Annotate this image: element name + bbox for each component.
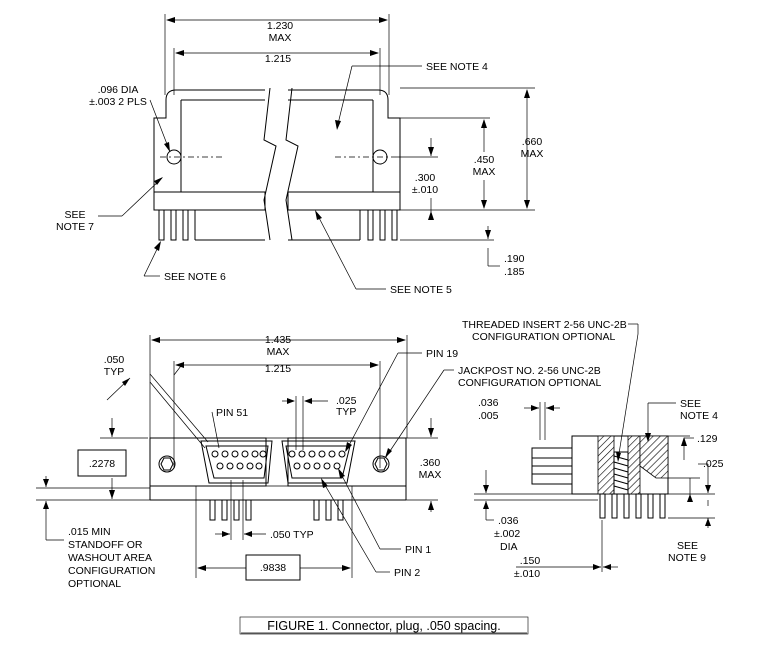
side-see-note-4: SEE <box>680 398 701 410</box>
dim-1435: 1.435 <box>265 334 291 346</box>
dim-360: .360 <box>420 457 441 469</box>
pitch-025: .025 <box>336 395 357 407</box>
pitch-025-typ: TYP <box>336 406 356 418</box>
standoff-3: WASHOUT AREA <box>68 552 152 564</box>
dim-300: .300 <box>415 172 436 184</box>
standoff-4: CONFIGURATION <box>68 565 155 577</box>
jackpost-label: JACKPOST NO. 2-56 UNC-2B <box>458 365 601 377</box>
pin-dia-label: DIA <box>500 541 518 553</box>
pin-length-min: .185 <box>504 266 525 278</box>
pitch-050-bottom: .050 TYP <box>270 529 314 541</box>
dim-1230-max: MAX <box>269 32 292 44</box>
side-see-note-4-num: NOTE 4 <box>680 410 718 422</box>
top-see-note-4: SEE NOTE 4 <box>426 61 488 73</box>
hole-dia-tol: ±.003 2 PLS <box>89 96 147 108</box>
pin-holes-left <box>211 450 267 470</box>
dim-660: .660 <box>522 136 543 148</box>
dim-1435-max: MAX <box>267 346 290 358</box>
dim-660-max: MAX <box>521 148 544 160</box>
dim-150-tol: ±.010 <box>514 568 540 580</box>
see-note-9: SEE <box>677 540 698 552</box>
dim-1230: 1.230 <box>267 20 293 32</box>
standoff-2: STANDOFF OR <box>68 539 143 551</box>
dim-150: .150 <box>520 555 541 567</box>
dim-129: .129 <box>697 433 718 445</box>
standoff-1: .015 MIN <box>68 526 111 538</box>
dim-025: .025 <box>703 458 724 470</box>
pin-1-label: PIN 1 <box>405 544 431 556</box>
jackpost-config: CONFIGURATION OPTIONAL <box>458 377 601 389</box>
see-note-5: SEE NOTE 5 <box>390 284 452 296</box>
insert-label: THREADED INSERT 2-56 UNC-2B <box>462 319 627 331</box>
dim-1215-front: 1.215 <box>265 363 291 375</box>
dim-005: .005 <box>478 410 499 422</box>
dim-450: .450 <box>474 154 495 166</box>
pitch-050-typ: TYP <box>104 366 124 378</box>
see-note-7: SEE <box>64 209 85 221</box>
dim-036: .036 <box>478 397 499 409</box>
side-view: THREADED INSERT 2-56 UNC-2B CONFIGURATIO… <box>462 319 724 580</box>
pin-length: .190 <box>504 253 525 265</box>
top-view: 1.230 MAX 1.215 <box>56 14 543 296</box>
standoff-5: OPTIONAL <box>68 578 121 590</box>
see-note-7-num: NOTE 7 <box>56 221 94 233</box>
pitch-050: .050 <box>104 354 125 366</box>
dim-360-max: MAX <box>419 469 442 481</box>
pin-51-label: PIN 51 <box>216 407 248 419</box>
dim-450-max: MAX <box>473 166 496 178</box>
hole-dia: .096 DIA <box>98 84 139 96</box>
pin-dia-tol: ±.002 <box>494 528 520 540</box>
caption-frame <box>239 616 529 635</box>
dim-2278: .2278 <box>89 458 115 470</box>
dim-300-tol: ±.010 <box>412 184 438 196</box>
figure-caption: FIGURE 1. Connector, plug, .050 spacing. <box>267 619 500 633</box>
pin-19-label: PIN 19 <box>426 348 458 360</box>
dim-9838: .9838 <box>260 562 286 574</box>
see-note-6: SEE NOTE 6 <box>164 271 226 283</box>
pin-dia: .036 <box>498 515 519 527</box>
dim-1215-top: 1.215 <box>265 53 291 65</box>
insert-config: CONFIGURATION OPTIONAL <box>472 331 615 343</box>
see-note-9-num: NOTE 9 <box>668 552 706 564</box>
front-view: 1.435 MAX 1.215 .050 TYP <box>36 334 601 590</box>
pin-2-label: PIN 2 <box>394 567 420 579</box>
pin-holes-right <box>288 450 346 470</box>
